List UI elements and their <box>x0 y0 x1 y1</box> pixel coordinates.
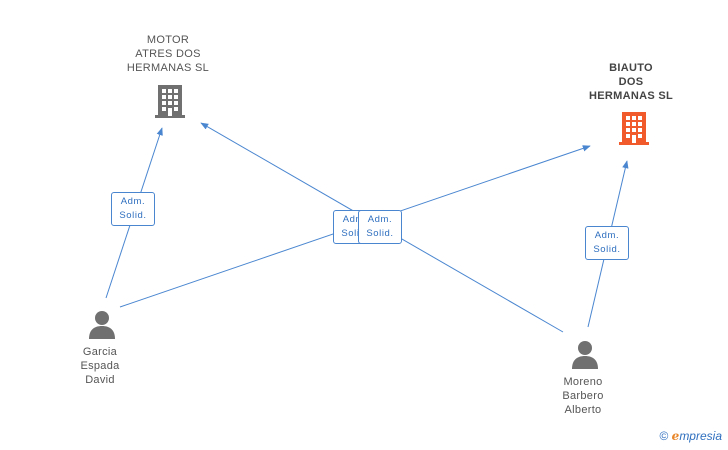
relation-role: Solid. <box>119 210 147 221</box>
relation-role: Adm. <box>120 196 146 207</box>
relation-role: Solid. <box>593 244 621 255</box>
copyright-symbol: © <box>659 429 669 443</box>
building-icon[interactable] <box>618 110 650 146</box>
company-name-line: HERMANAS SL <box>589 90 673 102</box>
person-icon[interactable] <box>571 340 599 370</box>
person-name-line: Espada <box>80 360 120 372</box>
empresia-watermark: © empresia <box>659 429 722 443</box>
person-name-line: Barbero <box>562 390 604 402</box>
person-name-line: David <box>85 374 115 386</box>
person-icon[interactable] <box>88 310 116 340</box>
relation-role: Solid. <box>366 228 394 239</box>
company-label-biauto[interactable]: BIAUTO DOS HERMANAS SL <box>571 61 691 103</box>
relation-badge-moreno-motor[interactable]: Adm. Solid. <box>358 210 402 244</box>
company-name-line: DOS <box>618 76 644 88</box>
person-label-moreno[interactable]: Moreno Barbero Alberto <box>543 375 623 417</box>
relation-role: Solid. <box>341 228 369 239</box>
company-name-line: MOTOR <box>146 34 190 46</box>
person-name-line: Moreno <box>563 376 603 388</box>
company-name-line: ATRES DOS <box>135 48 201 60</box>
company-name-line: BIAUTO <box>609 62 653 74</box>
building-icon[interactable] <box>154 83 186 119</box>
person-name-line: Garcia <box>82 346 118 358</box>
relation-badge-moreno-biauto[interactable]: Adm. Solid. <box>585 226 629 260</box>
empresia-logo-text: mpresia <box>679 429 722 443</box>
company-name-line: HERMANAS SL <box>126 62 210 74</box>
relation-role: Adm. <box>367 214 393 225</box>
empresia-logo-initial: e <box>671 429 680 443</box>
company-label-motor[interactable]: MOTOR ATRES DOS HERMANAS SL <box>108 33 228 75</box>
relation-role: Adm. <box>342 214 368 225</box>
person-label-garcia[interactable]: Garcia Espada David <box>60 345 140 387</box>
relation-badge-garcia-motor[interactable]: Adm. Solid. <box>111 192 155 226</box>
person-name-line: Alberto <box>564 404 602 416</box>
relation-role: Adm. <box>594 230 620 241</box>
